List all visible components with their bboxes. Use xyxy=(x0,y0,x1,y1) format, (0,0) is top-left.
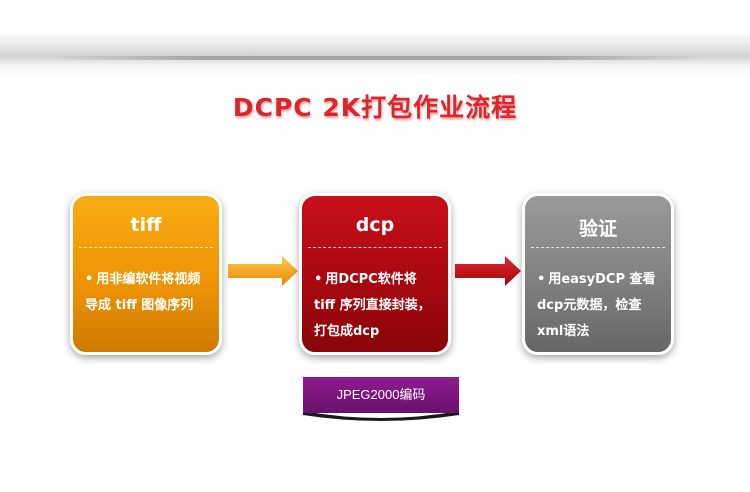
bullet-icon: • xyxy=(85,272,94,287)
card-line: 用easyDCP 查看 xyxy=(548,272,656,287)
bullet-icon: • xyxy=(537,272,546,287)
card-heading: tiff xyxy=(130,214,162,236)
card-heading: dcp xyxy=(355,214,395,236)
top-band xyxy=(0,0,750,78)
encode-shadow-curve xyxy=(303,411,459,421)
step-card-verify: 验证 •用easyDCP 查看 dcp元数据，检查 xml语法 xyxy=(522,193,674,355)
card-body: •用非编软件将视频 导成 tiff 图像序列 xyxy=(85,267,213,319)
card-line: 打包成dcp xyxy=(314,324,380,339)
page-title: DCPC 2K打包作业流程 xyxy=(232,93,518,122)
card-line: 用DCPC软件将 xyxy=(325,272,417,287)
encode-label: JPEG2000编码 xyxy=(303,377,459,413)
card-line: 用非编软件将视频 xyxy=(96,272,201,287)
encode-label-box: JPEG2000编码 xyxy=(303,377,459,421)
arrow-right-icon xyxy=(228,256,298,286)
card-line: xml语法 xyxy=(537,324,590,339)
card-line: dcp元数据，检查 xyxy=(537,298,642,313)
card-line: tiff 序列直接封装， xyxy=(314,298,431,313)
card-line: 导成 tiff 图像序列 xyxy=(85,298,194,313)
step-card-dcp: dcp •用DCPC软件将 tiff 序列直接封装， 打包成dcp xyxy=(299,193,451,355)
card-divider xyxy=(308,247,442,248)
card-body: •用easyDCP 查看 dcp元数据，检查 xml语法 xyxy=(537,267,665,345)
arrow-right-icon xyxy=(455,256,521,286)
card-body: •用DCPC软件将 tiff 序列直接封装， 打包成dcp xyxy=(314,267,442,345)
card-divider xyxy=(79,247,213,248)
card-heading: 验证 xyxy=(578,218,617,240)
top-band-shadow-line xyxy=(40,56,710,60)
bullet-icon: • xyxy=(314,272,323,287)
step-card-tiff: tiff •用非编软件将视频 导成 tiff 图像序列 xyxy=(70,193,222,355)
card-divider xyxy=(531,247,665,248)
